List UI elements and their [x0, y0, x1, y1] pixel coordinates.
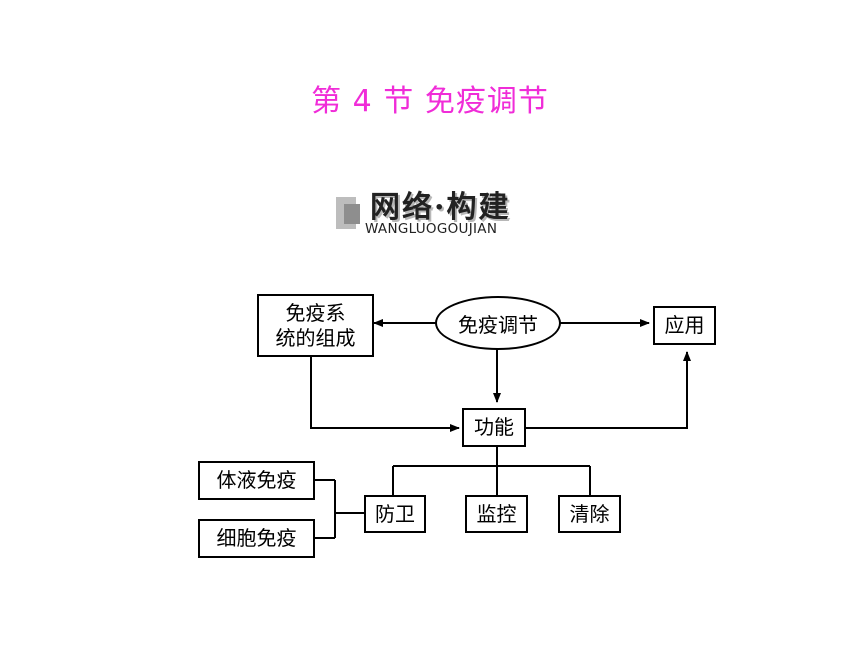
center-ellipse: 免疫调节 [435, 296, 561, 350]
page-title: 第 4 节 免疫调节 [311, 84, 549, 119]
application-label: 应用 [664, 313, 705, 337]
banner-heading: 网络·构建 [370, 190, 511, 225]
application-box: 应用 [653, 306, 716, 345]
defense-box: 防卫 [364, 495, 426, 533]
composition-label-line1: 免疫系 [285, 300, 346, 325]
function-box: 功能 [462, 408, 526, 447]
defense-label: 防卫 [375, 501, 415, 526]
arrow-function-to-application [526, 351, 691, 429]
cellular-label: 细胞免疫 [216, 526, 297, 550]
humoral-box: 体液免疫 [198, 461, 315, 500]
arrow-composition-to-function [310, 357, 460, 432]
clear-label: 清除 [569, 501, 610, 526]
humoral-label: 体液免疫 [216, 468, 297, 492]
clear-box: 清除 [558, 495, 621, 533]
composition-label-line2: 统的组成 [275, 325, 356, 350]
monitor-label: 监控 [476, 501, 517, 526]
banner-decoration-inner [344, 204, 360, 224]
section-banner: 网络·构建 WANGLUOGOUJIAN [336, 182, 526, 238]
monitor-box: 监控 [465, 495, 528, 533]
cellular-box: 细胞免疫 [198, 519, 315, 558]
function-label: 功能 [474, 415, 514, 439]
composition-box: 免疫系 统的组成 [257, 294, 374, 357]
center-label: 免疫调节 [458, 312, 538, 337]
banner-subtitle: WANGLUOGOUJIAN [365, 221, 498, 237]
